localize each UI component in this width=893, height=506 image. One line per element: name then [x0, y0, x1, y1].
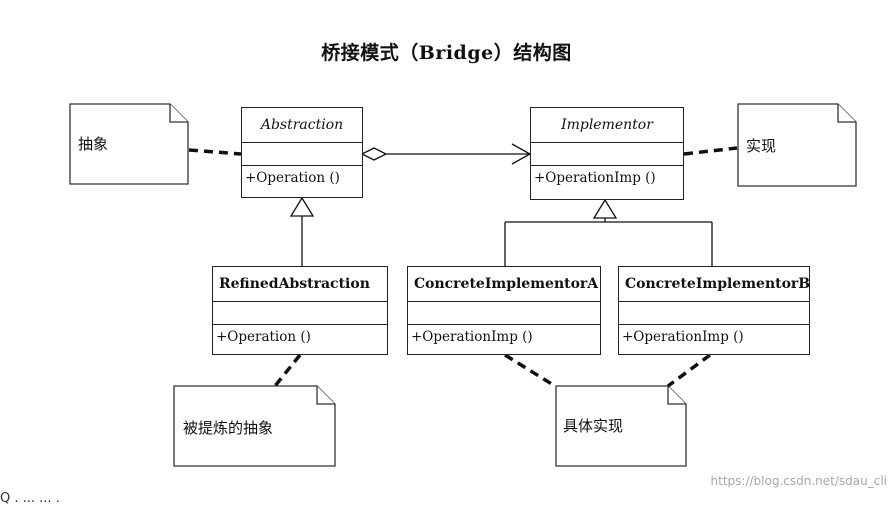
class-attributes — [408, 302, 600, 325]
class-attributes — [213, 302, 387, 325]
class-implementor: Implementor +OperationImp () — [530, 107, 684, 200]
note-link-concrete-a — [504, 353, 556, 388]
class-operations: +OperationImp () — [622, 329, 744, 345]
note-abstraction: 抽象 — [78, 135, 109, 153]
note-fold-refined — [316, 386, 335, 405]
note-fold-abstraction — [169, 104, 188, 123]
note-link-refined — [273, 353, 302, 388]
note-implementor: 实现 — [746, 137, 777, 155]
class-operations: +Operation () — [216, 329, 311, 345]
class-name: ConcreteImplementorA — [408, 267, 600, 302]
class-name: RefinedAbstraction — [213, 267, 387, 302]
diagram-title: 桥接模式（Bridge）结构图 — [321, 42, 572, 64]
class-concrete-implementor-a: ConcreteImplementorA +OperationImp () — [407, 266, 601, 355]
aggregation-diamond — [360, 147, 388, 161]
note-shape-abstraction — [69, 103, 189, 185]
class-operations: +OperationImp () — [534, 170, 656, 186]
note-shape-concrete — [555, 385, 687, 467]
note-refined: 被提炼的抽象 — [183, 419, 274, 437]
class-concrete-implementor-b: ConcreteImplementorB +OperationImp () — [618, 266, 810, 355]
inherit-triangle-implementor — [592, 198, 618, 219]
class-operations: +OperationImp () — [411, 329, 533, 345]
class-name: Implementor — [531, 108, 683, 143]
class-attributes — [242, 143, 362, 166]
class-name: ConcreteImplementorB — [619, 267, 810, 302]
class-attributes — [531, 143, 683, 166]
class-name: Abstraction — [242, 108, 362, 143]
note-fold-implementor — [837, 104, 856, 123]
cropped-footer-text: Q . ... ... . — [0, 491, 60, 506]
note-shape-implementor — [737, 103, 857, 187]
class-abstraction: Abstraction +Operation () — [241, 107, 363, 198]
note-shape-refined — [173, 385, 336, 467]
inherit-triangle-abstraction — [289, 196, 315, 217]
watermark: https://blog.csdn.net/sdau_cli — [710, 474, 887, 488]
class-attributes — [619, 302, 809, 325]
note-link-implementor — [683, 146, 738, 156]
note-link-concrete-b — [666, 353, 712, 388]
note-concrete: 具体实现 — [563, 417, 624, 435]
class-refined-abstraction: RefinedAbstraction +Operation () — [212, 266, 388, 355]
class-operations: +Operation () — [245, 170, 340, 186]
note-fold-concrete — [667, 386, 686, 405]
note-link-abstraction — [188, 148, 242, 156]
